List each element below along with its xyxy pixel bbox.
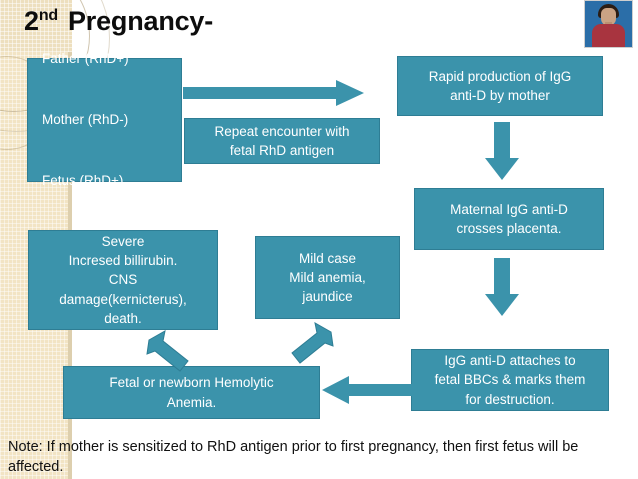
title-ordinal-suffix: nd [38,7,58,24]
page-title: 2nd Pregnancy- [24,6,213,37]
box-maternal-crosses-placenta: Maternal IgG anti-D crosses placenta. [414,188,604,250]
avatar-face [601,8,616,26]
arrow-right-icon-parents-to-rapid [183,80,368,106]
parents-mother-line: Mother (RhD-) [42,111,129,127]
arrow-up-left-icon-hemolytic-to-severe [146,328,192,374]
box-igg-attaches: IgG anti-D attaches to fetal BBCs & mark… [411,349,609,411]
box-severe-case: Severe Incresed billirubin. CNS damage(k… [28,230,218,330]
box-repeat-encounter: Repeat encounter with fetal RhD antigen [184,118,380,164]
parents-fetus-line: Fetus (RhD+) [42,172,124,188]
box-hemolytic-anemia: Fetal or newborn Hemolytic Anemia. [63,366,320,419]
avatar [584,0,633,48]
box-mild-case: Mild case Mild anemia, jaundice [255,236,400,319]
arrow-shaft [494,122,510,160]
arrow-shaft [183,87,338,99]
avatar-body [592,24,625,47]
box-rapid-production: Rapid production of IgG anti-D by mother [397,56,603,116]
arrow-head [336,80,364,106]
arrow-left-icon-igg-to-hemolytic [322,376,412,404]
arrow-up-right-icon-hemolytic-to-mild [288,320,334,366]
parents-father-line: Father (RhD+) [42,51,129,67]
arrow-head [322,376,349,404]
arrow-shaft [494,258,510,296]
arrow-shaft [346,384,412,396]
title-main-text: Pregnancy- [67,6,214,36]
footer-note: Note: If mother is sensitized to RhD ant… [8,439,579,475]
arrow-head [485,294,519,316]
title-ordinal-number: 2 [24,6,39,36]
box-parents-genotype: Father (RhD+) Mother (RhD-) Fetus (RhD+) [27,51,182,188]
arrow-down-icon-rapid-to-maternal [485,122,519,182]
arrow-down-icon-maternal-to-igg [485,258,519,318]
arrow-head [485,158,519,180]
